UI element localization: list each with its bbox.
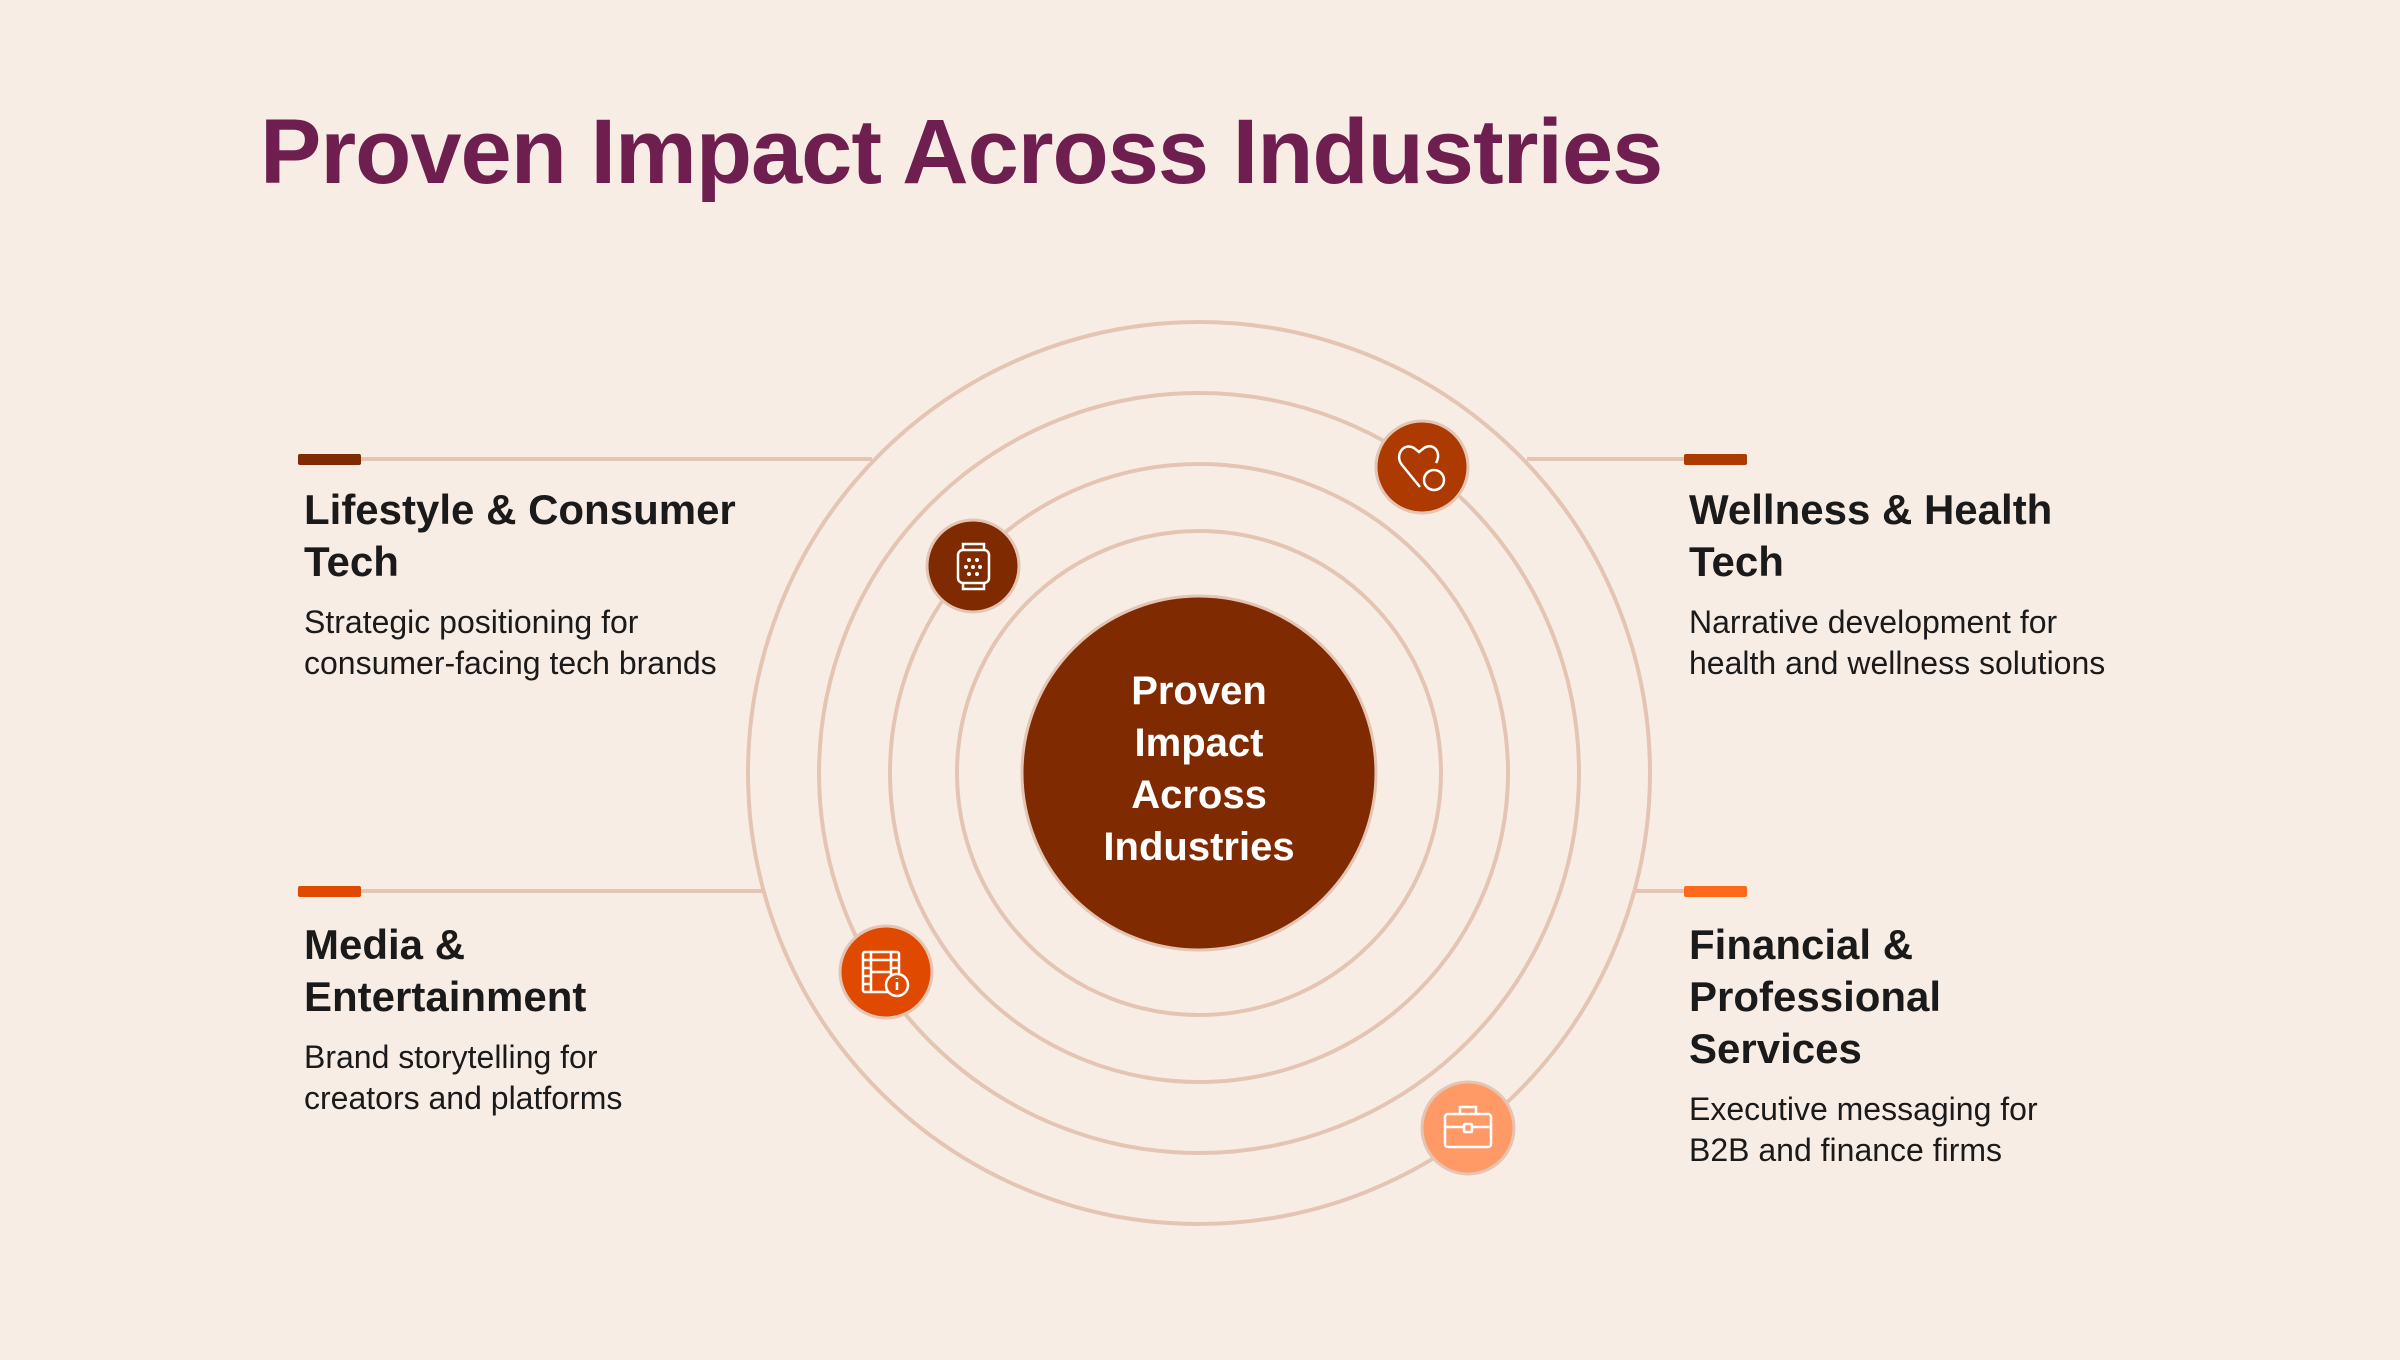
industry-description: Executive messaging for B2B and finance …	[1689, 1091, 2038, 1168]
center-label-line: Across	[1131, 773, 1267, 817]
center-circle	[1020, 594, 1378, 952]
marker-bar-lifestyle	[298, 454, 361, 465]
center-label-line: Impact	[1134, 721, 1264, 765]
industry-heading: Lifestyle & Consumer Tech	[304, 486, 736, 585]
marker-bar-wellness	[1684, 454, 1747, 465]
orbit-ring-3	[817, 391, 1581, 1155]
industry-description: Narrative development for health and wel…	[1689, 604, 2106, 681]
orbit-ring-1	[955, 529, 1443, 1017]
industry-wellness: Wellness & Health Tech Narrative develop…	[1689, 484, 2129, 684]
page-title: Proven Impact Across Industries	[260, 101, 1663, 203]
orbit-ring-4	[746, 320, 1652, 1226]
industry-lifestyle: Lifestyle & Consumer Tech Strategic posi…	[304, 484, 744, 684]
industry-media: Media & Entertainment Brand storytelling…	[304, 919, 684, 1119]
center-label-line: Proven	[1131, 669, 1267, 713]
orbit-ring-2	[888, 462, 1510, 1084]
industry-description: Strategic positioning for consumer-facin…	[304, 604, 717, 681]
industry-heading: Wellness & Health Tech	[1689, 486, 2053, 585]
industry-heading: Media & Entertainment	[304, 921, 587, 1020]
marker-bar-financial	[1684, 886, 1747, 897]
industry-heading: Financial & Professional Services	[1689, 921, 1942, 1072]
center-label-line: Industries	[1103, 825, 1295, 869]
smartwatch-icon	[925, 518, 1021, 614]
heart-refresh-icon	[1374, 419, 1470, 515]
industry-description: Brand storytelling for creators and plat…	[304, 1039, 623, 1116]
center-label: Proven Impact Across Industries	[1049, 665, 1349, 873]
briefcase-icon	[1420, 1080, 1516, 1176]
film-info-icon	[838, 924, 934, 1020]
industry-financial: Financial & Professional Services Execut…	[1689, 919, 2109, 1171]
marker-bar-media	[298, 886, 361, 897]
